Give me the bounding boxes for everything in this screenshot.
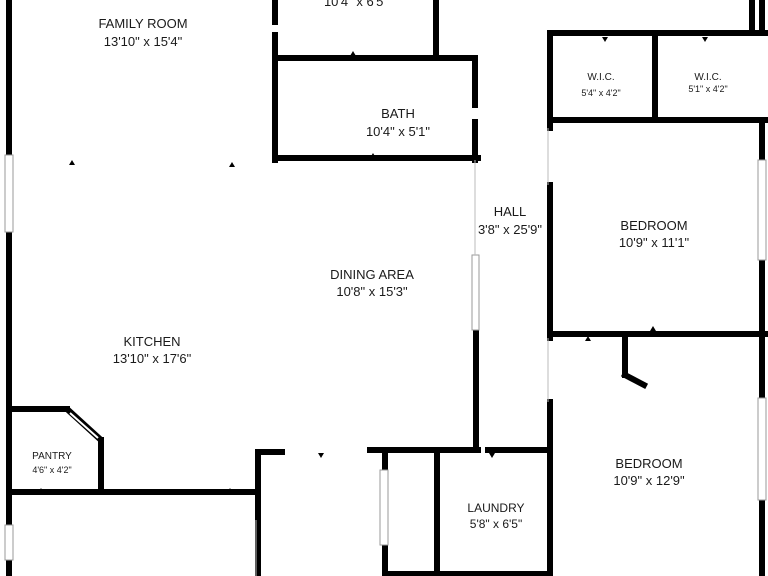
wic-left-name: W.I.C. [587, 72, 614, 83]
marker [489, 453, 495, 458]
bedroom-lower-name: BEDROOM [615, 456, 682, 471]
marker [229, 162, 235, 167]
wall [620, 370, 649, 390]
pantry-corner [64, 406, 104, 443]
marker [650, 326, 656, 331]
window [4, 524, 14, 561]
marker [370, 153, 376, 158]
window [757, 159, 767, 261]
hall-name: HALL [494, 204, 527, 219]
marker [227, 488, 233, 493]
walls [6, 0, 768, 576]
bedroom-upper-name: BEDROOM [620, 218, 687, 233]
family-room-dims: 13'10" x 15'4" [104, 34, 183, 49]
bath-name: BATH [381, 106, 415, 121]
door-swing [69, 412, 99, 439]
wic-right-name: W.I.C. [694, 72, 721, 83]
marker [602, 37, 608, 42]
bath-dims: 10'4" x 5'1" [366, 124, 430, 139]
openings [255, 128, 549, 576]
markers [38, 37, 708, 495]
marker [69, 160, 75, 165]
window [471, 254, 480, 331]
bedroom-upper-dims: 10'9" x 11'1" [619, 235, 690, 250]
pantry-name: PANTRY [32, 451, 72, 462]
marker [132, 490, 138, 495]
marker [702, 37, 708, 42]
hall-dims: 3'8" x 25'9" [478, 222, 542, 237]
family-room-name: FAMILY ROOM [98, 16, 187, 31]
bedroom-lower-dims: 10'9" x 12'9" [613, 473, 685, 488]
kitchen-name: KITCHEN [123, 334, 180, 349]
marker [318, 453, 324, 458]
top-room-dims: 10'4" x 6'5" [324, 0, 388, 9]
kitchen-dims: 13'10" x 17'6" [113, 351, 192, 366]
window [4, 154, 14, 233]
wic-left-dims: 5'4" x 4'2" [581, 88, 620, 98]
room-labels: 10'4" x 6'5" FAMILY ROOM 13'10" x 15'4" … [32, 0, 728, 531]
pantry-dims: 4'6" x 4'2" [32, 465, 71, 475]
window [379, 469, 389, 546]
laundry-name: LAUNDRY [467, 501, 524, 515]
dining-area-dims: 10'8" x 15'3" [336, 284, 408, 299]
marker [38, 488, 44, 493]
dining-area-name: DINING AREA [330, 267, 414, 282]
laundry-dims: 5'8" x 6'5" [470, 517, 522, 531]
marker [585, 336, 591, 341]
window [757, 397, 767, 501]
wic-right-dims: 5'1" x 4'2" [688, 84, 727, 94]
marker [350, 51, 356, 56]
